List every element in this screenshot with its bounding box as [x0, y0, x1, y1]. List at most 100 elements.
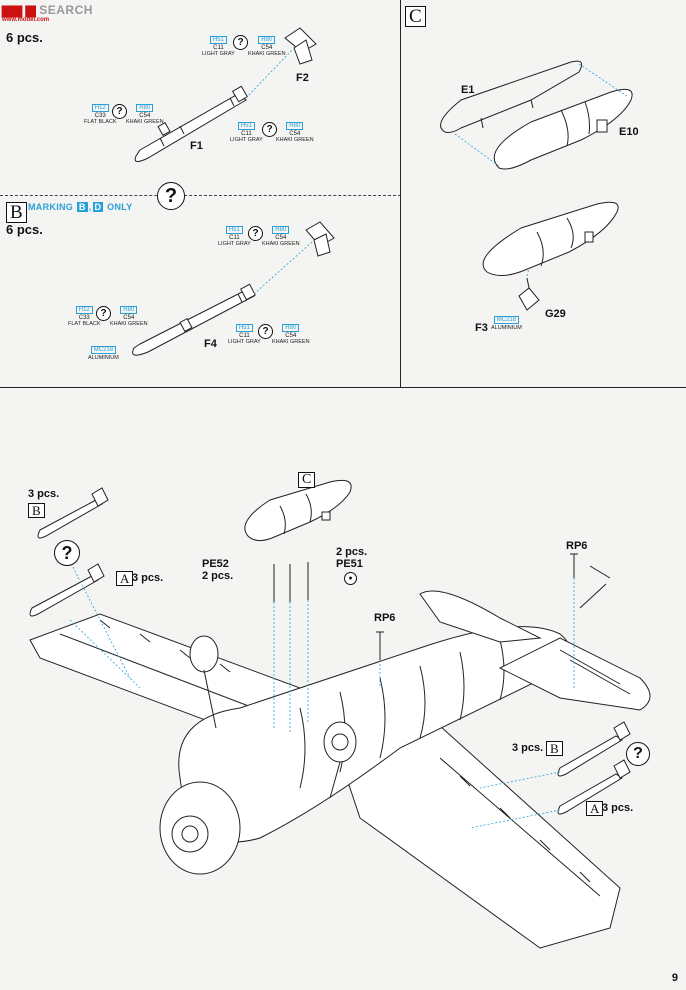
- question-icon: ?: [258, 324, 273, 339]
- paint-code-c: C33: [78, 315, 90, 321]
- main-a-box-right: A: [586, 800, 604, 818]
- paint-code: H51: [235, 324, 253, 332]
- paint-code-c: C11: [241, 131, 252, 137]
- paint-code: H80: [136, 104, 154, 112]
- marking-label: MARKING B,D ONLY: [28, 202, 133, 212]
- paint-name: FLAT BLACK: [84, 119, 117, 125]
- count-label: 3 pcs.: [28, 488, 60, 500]
- paint-name: KHAKI GREEN: [126, 119, 164, 125]
- rocket-f4-drawing: [132, 221, 335, 356]
- main-b-box-left: B: [28, 502, 45, 520]
- paint-code-c: C54: [139, 113, 151, 119]
- paint-code: H51: [209, 36, 227, 44]
- watermark-glyphs: ▆▆ ▆: [2, 2, 36, 17]
- marking-text: MARKING: [28, 202, 74, 212]
- paint-code-c: C54: [275, 235, 287, 241]
- part-label-g29: G29: [545, 308, 566, 320]
- marking-separator: ,: [88, 202, 92, 212]
- paint-callout: H51 C11 LIGHT GRAY: [228, 324, 261, 345]
- main-c-box: C: [298, 470, 316, 488]
- paint-code: H80: [120, 306, 138, 314]
- paint-callout: H80 C54 KHAKI GREEN: [272, 324, 310, 345]
- paint-name: KHAKI GREEN: [262, 241, 300, 247]
- paint-code-c: C54: [123, 315, 135, 321]
- panel-b-count: 6 pcs.: [6, 222, 43, 237]
- main-a-box-left: A: [116, 570, 134, 588]
- question-icon: ?: [248, 226, 263, 241]
- panel-b-letter-box: B: [6, 202, 27, 223]
- paint-name: ALUMINIUM: [491, 325, 522, 331]
- paint-code: H80: [286, 122, 304, 130]
- paint-name: LIGHT GRAY: [230, 137, 263, 143]
- count-label: 2 pcs.: [336, 546, 368, 558]
- paint-callout: H12 C33 FLAT BLACK: [84, 104, 117, 125]
- marking-b-badge: B: [76, 202, 88, 212]
- page-number: 9: [671, 972, 678, 984]
- paint-code: H51: [225, 226, 243, 234]
- question-icon: ?: [157, 182, 185, 210]
- paint-name: LIGHT GRAY: [228, 339, 261, 345]
- paint-code: H12: [75, 306, 93, 314]
- main-assembly-panel: C 3 pcs. B ? A 3 pcs. PE52 2 pcs. 2 pcs.…: [0, 388, 686, 990]
- question-icon: ?: [626, 742, 650, 766]
- paint-code: H80: [282, 324, 300, 332]
- marking-only: ONLY: [107, 202, 133, 212]
- part-label-f4: F4: [204, 338, 217, 350]
- watermark-brand: SEARCH: [39, 3, 93, 17]
- marking-d-badge: D: [92, 202, 104, 212]
- box-a-letter: A: [586, 801, 604, 816]
- paint-code-c: C11: [239, 333, 250, 339]
- watermark-logo: ▆▆ ▆ SEARCH www.model.com: [2, 2, 93, 23]
- paint-callout: H51 C11 LIGHT GRAY: [218, 226, 251, 247]
- panel-b: B MARKING B,D ONLY 6 pcs. ? F4 H51 C11 L…: [0, 182, 401, 388]
- main-c-letter: C: [298, 472, 316, 488]
- part-label-e10: E10: [619, 126, 639, 138]
- watermark-url: www.model.com: [2, 17, 50, 23]
- part-label-rp6: RP6: [566, 540, 588, 552]
- panel-a-count: 6 pcs.: [6, 30, 43, 45]
- count-label: 2 pcs.: [202, 570, 234, 582]
- panel-b-letter: B: [6, 202, 27, 223]
- glue-icon: ●: [344, 572, 357, 585]
- rocket-f1-drawing: [134, 27, 317, 162]
- panel-c: C E1 E10 F3 G29 MC218 ALUMINIUM: [401, 0, 686, 388]
- paint-code: H80: [272, 226, 290, 234]
- paint-callout-aluminium: MC218 ALUMINIUM: [491, 316, 522, 331]
- panel-c-letter-box: C: [405, 6, 426, 27]
- question-icon: ?: [262, 122, 277, 137]
- paint-callout: H12 C33 FLAT BLACK: [68, 306, 101, 327]
- paint-code: MC218: [493, 316, 520, 324]
- paint-code-c: C54: [261, 45, 273, 51]
- part-label-f1: F1: [190, 140, 203, 152]
- part-label-f3: F3: [475, 322, 488, 334]
- question-icon: ?: [96, 306, 111, 321]
- paint-name: LIGHT GRAY: [218, 241, 251, 247]
- main-b-box-right: B: [546, 740, 563, 758]
- aircraft-drawing: [29, 479, 651, 949]
- paint-code: MC218: [90, 346, 117, 354]
- paint-code: H80: [258, 36, 276, 44]
- paint-name: KHAKI GREEN: [248, 51, 286, 57]
- paint-callout: H80 C54 KHAKI GREEN: [248, 36, 286, 57]
- paint-code-c: C11: [229, 235, 240, 241]
- paint-callout: H80 C54 KHAKI GREEN: [126, 104, 164, 125]
- question-icon: ?: [112, 104, 127, 119]
- box-a-letter: A: [116, 571, 134, 586]
- box-b-letter: B: [28, 503, 45, 518]
- panel-a: 6 pcs. F2 F1 H51 C11 LIGHT GRAY ? H80 C5…: [0, 0, 401, 196]
- paint-code-c: C11: [213, 45, 224, 51]
- count-label: 3 pcs.: [132, 572, 164, 584]
- paint-name: FLAT BLACK: [68, 321, 101, 327]
- panel-c-letter: C: [405, 6, 426, 27]
- paint-name: KHAKI GREEN: [272, 339, 310, 345]
- question-icon: ?: [233, 35, 248, 50]
- part-label-e1: E1: [461, 84, 475, 96]
- paint-code-c: C54: [289, 131, 301, 137]
- question-icon: ?: [54, 540, 80, 566]
- box-b-letter: B: [546, 741, 563, 756]
- paint-code: H51: [237, 122, 255, 130]
- paint-name: KHAKI GREEN: [110, 321, 148, 327]
- paint-callout: H80 C54 KHAKI GREEN: [276, 122, 314, 143]
- paint-code: H12: [91, 104, 109, 112]
